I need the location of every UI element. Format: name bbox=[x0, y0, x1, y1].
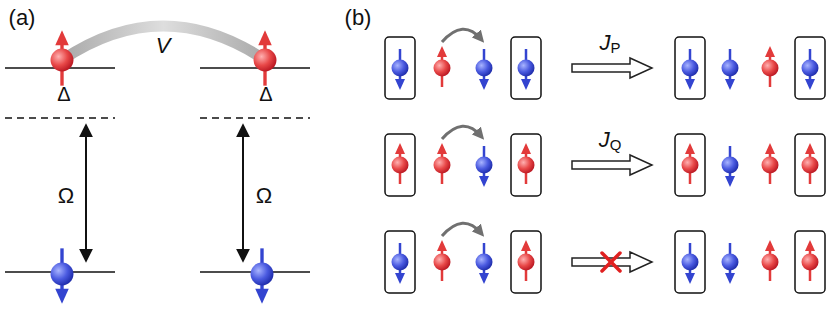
detuning-label: Δ bbox=[259, 84, 272, 104]
rate-label: JP bbox=[600, 32, 621, 57]
rabi-label: Ω bbox=[58, 185, 74, 207]
detuning-label: Δ bbox=[57, 84, 70, 104]
coupling-label: V bbox=[156, 35, 171, 57]
process-row bbox=[385, 223, 825, 293]
panel-label: (b) bbox=[345, 7, 372, 29]
panel-label: (a) bbox=[9, 7, 36, 29]
rate-label: JQ bbox=[599, 129, 622, 154]
process-row bbox=[385, 126, 825, 196]
process-row bbox=[385, 29, 825, 99]
level-scheme bbox=[5, 26, 310, 304]
rabi-label: Ω bbox=[256, 185, 272, 207]
